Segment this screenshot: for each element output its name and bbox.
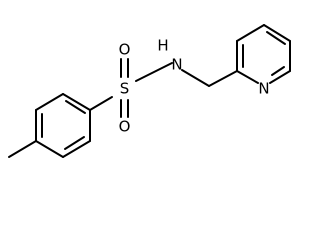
bond-benzene-6 — [35, 140, 64, 158]
bond-pyridine-inner-2 — [266, 31, 286, 45]
bond-pyridine-inner-3 — [271, 66, 285, 76]
structure-diagram: O S O H N N — [8, 24, 291, 158]
bond-methyl — [8, 140, 37, 158]
bond-ring-sulfur — [89, 96, 113, 111]
bond-benzene-2 — [35, 93, 64, 111]
bond-pyridine-5 — [269, 70, 291, 84]
atom-hydrogen-amide: H — [157, 37, 168, 55]
bond-ch2-pyridine — [208, 70, 238, 87]
bond-pyridine-2 — [236, 24, 265, 42]
atom-oxygen-bottom: O — [119, 118, 131, 136]
atom-sulfur: S — [120, 80, 130, 98]
bond-benzene-inner-3 — [64, 136, 85, 150]
bond-nitrogen-ch2 — [181, 69, 210, 87]
bond-pyridine-6 — [236, 70, 259, 84]
bonds — [8, 24, 291, 158]
atom-labels: O S O H N N — [119, 37, 270, 136]
atom-oxygen-top: O — [119, 41, 131, 59]
bond-benzene-5 — [62, 140, 91, 158]
bond-pyridine-3 — [263, 24, 291, 42]
atom-nitrogen-amide: N — [171, 56, 182, 74]
bond-benzene-3 — [62, 93, 91, 111]
bond-benzene-inner-2 — [65, 100, 86, 114]
atom-nitrogen-pyridine: N — [258, 80, 269, 98]
bond-sulfur-nitrogen — [135, 62, 173, 82]
